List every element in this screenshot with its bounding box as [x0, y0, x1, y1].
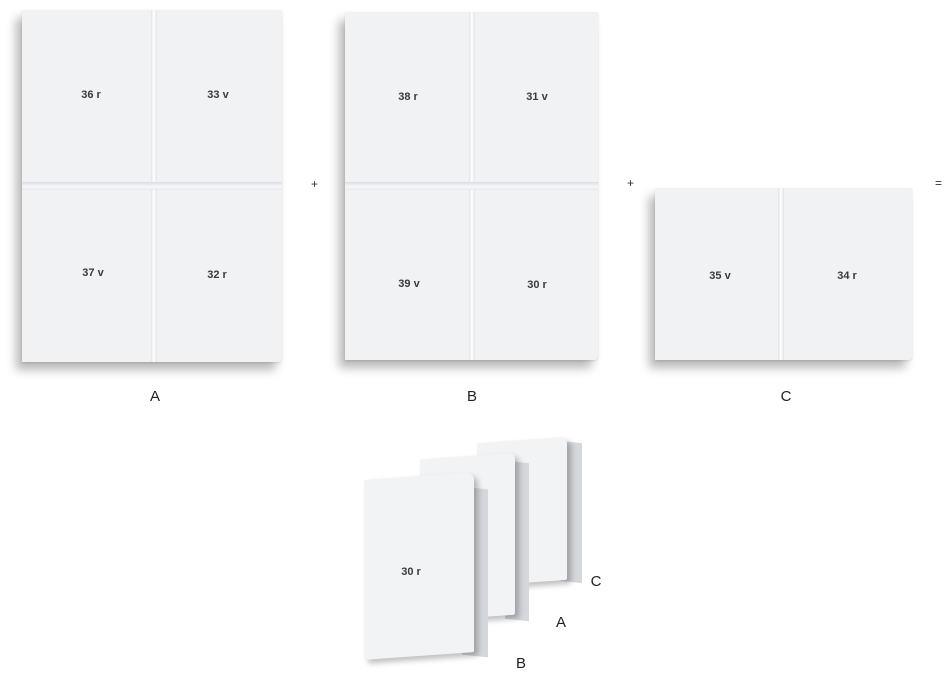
sheet-b-page-bottom-right: 30 r: [507, 279, 567, 291]
sheet-c-page-left: 35 v: [690, 270, 750, 282]
booklet-label-c: C: [581, 573, 611, 590]
equals-operator: =: [935, 176, 942, 190]
plus-operator-2: +: [627, 176, 634, 190]
sheet-b-page-bottom-left: 39 v: [379, 278, 439, 290]
sheet-b-page-top-left: 38 r: [378, 91, 438, 103]
plus-operator-1: +: [311, 177, 318, 191]
sheet-a-horizontal-fold: [22, 182, 282, 190]
sheet-b-page-top-right: 31 v: [507, 91, 567, 103]
booklet-front-page-label: 30 r: [381, 566, 441, 578]
sheet-c-letter: C: [771, 388, 801, 405]
sheet-b-horizontal-fold: [345, 182, 598, 190]
sheet-c-vertical-fold: [778, 188, 784, 360]
sheet-b: [345, 12, 598, 360]
sheet-a: [22, 10, 282, 362]
booklet-label-a: A: [546, 614, 576, 631]
sheet-a-page-bottom-right: 32 r: [187, 269, 247, 281]
sheet-c-page-right: 34 r: [817, 270, 877, 282]
sheet-b-letter: B: [457, 388, 487, 405]
booklet-label-b: B: [506, 655, 536, 672]
sheet-a-letter: A: [140, 388, 170, 405]
sheet-a-page-top-right: 33 v: [188, 89, 248, 101]
sheet-a-page-bottom-left: 37 v: [63, 267, 123, 279]
sheet-a-page-top-left: 36 r: [61, 89, 121, 101]
